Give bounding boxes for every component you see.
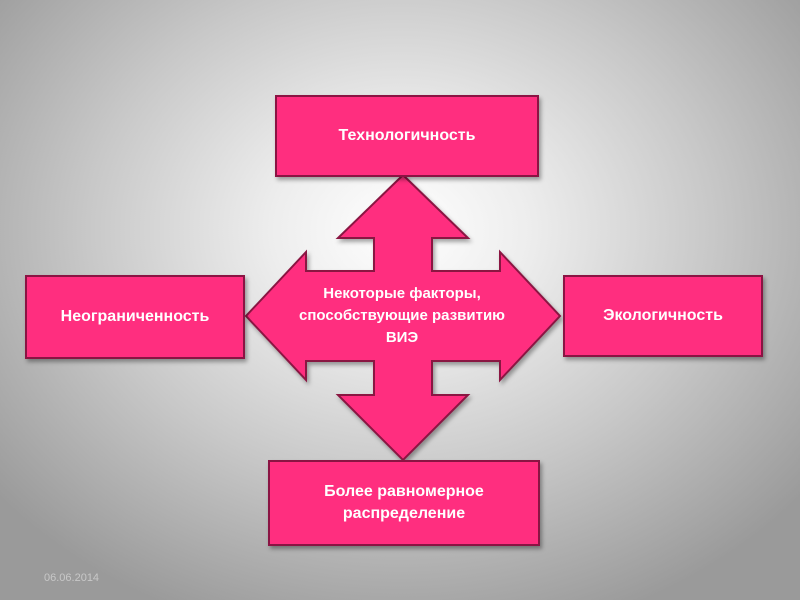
- box-unlimited-label: Неограниченность: [60, 308, 210, 325]
- box-distribution-label: Более равномерное распределение: [324, 483, 484, 522]
- box-unlimited: Неограниченность: [25, 275, 245, 359]
- box-technology-label: Технологичность: [338, 127, 476, 144]
- box-distribution: Более равномерное распределение: [268, 460, 540, 546]
- center-label: Некоторые факторы, способствующие развит…: [299, 285, 505, 346]
- box-technology: Технологичность: [275, 95, 539, 177]
- footer-date: 06.06.2014: [44, 572, 100, 584]
- box-ecology-label: Экологичность: [603, 307, 723, 324]
- box-ecology: Экологичность: [563, 275, 763, 357]
